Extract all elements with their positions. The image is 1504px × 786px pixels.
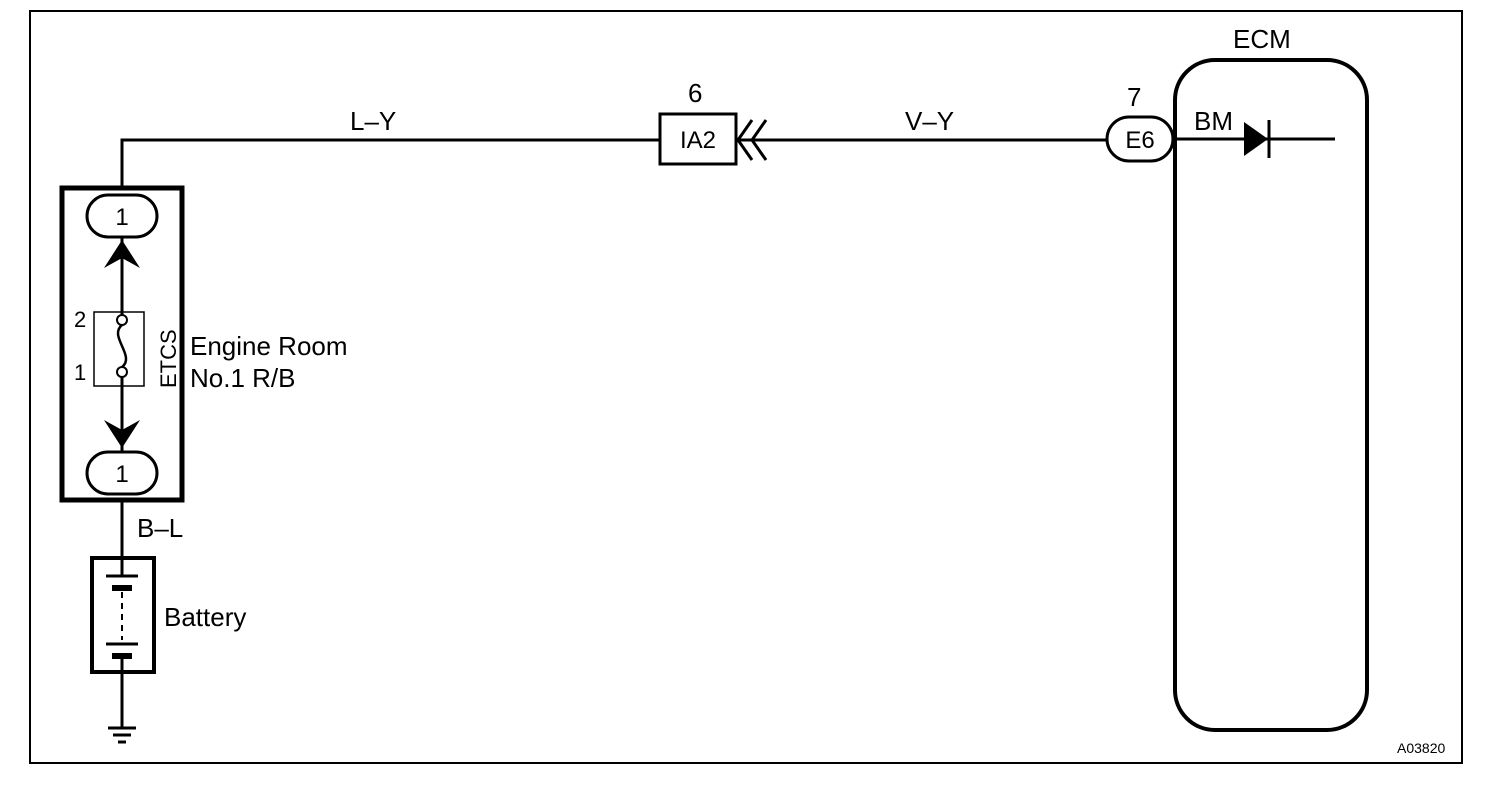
ecm-box (1173, 58, 1369, 732)
wire-l-y (120, 138, 660, 188)
ground-icon (108, 726, 136, 744)
connector-e6-label: E6 (1125, 127, 1154, 154)
connector-ia2-pin: 6 (688, 78, 702, 108)
fuse-pin-bottom-label: 1 (74, 360, 86, 385)
fuse-box (93, 311, 145, 387)
fuse-pin-top-label: 2 (74, 307, 86, 332)
relay-terminal-top-label: 1 (115, 204, 128, 231)
connector-e6-pin: 7 (1127, 82, 1141, 112)
battery-label: Battery (164, 602, 246, 632)
relay-arrow-down-icon (104, 420, 140, 448)
battery-icon (106, 558, 138, 672)
fuse-pin-bottom (116, 366, 128, 378)
relay-terminal-bottom-label: 1 (115, 461, 128, 488)
fuse-icon (116, 324, 128, 368)
fuse-name: ETCS (156, 329, 181, 388)
connector-ia2-label: IA2 (680, 127, 716, 154)
diagram-frame (29, 10, 1463, 764)
relay-arrow-up-icon (104, 240, 140, 268)
connector-ia2-chevron-icon (736, 119, 768, 161)
ecm-title: ECM (1233, 24, 1291, 54)
connector-ia2 (658, 112, 738, 166)
figure-id: A03820 (1397, 740, 1445, 756)
wire-label-b-l: B–L (137, 513, 183, 543)
relay-block-name-line2: No.1 R/B (190, 363, 296, 393)
diode-icon (1244, 120, 1271, 158)
wire-label-v-y: V–Y (905, 106, 954, 136)
fuse-pin-top (116, 314, 128, 326)
ecm-terminal-bm: BM (1194, 106, 1233, 136)
relay-block-name-line1: Engine Room (190, 331, 348, 361)
wire-label-l-y: L–Y (350, 106, 396, 136)
